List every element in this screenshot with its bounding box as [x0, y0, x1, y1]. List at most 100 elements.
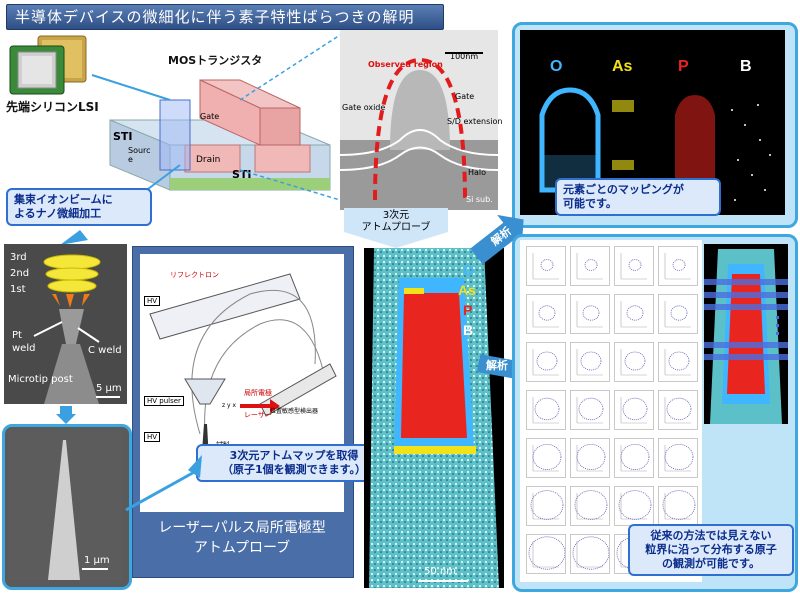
slice-cell: [526, 438, 566, 478]
slice-cell: [526, 486, 566, 526]
slice-cell: [570, 486, 610, 526]
slice-cell: [526, 534, 566, 574]
apt-label-o: O: [463, 262, 474, 278]
grid-caption-line1: 従来の方法では見えない: [650, 529, 772, 542]
apparatus-caption-line1: レーザーパルス局所電極型: [158, 520, 326, 536]
slice-cell: [570, 294, 610, 334]
map-label-as: As: [612, 58, 633, 75]
mos-sti-left: STI: [113, 130, 133, 143]
sem-pt: Pt: [12, 330, 22, 341]
apparatus-detector: 位置敏感型検出器: [270, 408, 319, 415]
sem-post: Microtip post: [8, 374, 73, 385]
cpu-chip-image: [8, 34, 88, 96]
fib-callout-line1: 集束イオンビームに: [14, 193, 113, 206]
sem-scale: 5 µm: [96, 383, 122, 394]
atommap-callout: 3次元アトムマップを取得 （原子1個を観測できます。）: [196, 444, 392, 482]
element-map-caption: 元素ごとのマッピングが 可能です。: [555, 178, 721, 216]
tem-halo-label: Halo: [468, 168, 487, 177]
slice-cell: [658, 342, 698, 382]
element-map-caption-line2: 可能です。: [563, 197, 617, 210]
apparatus-hv1: HV: [144, 296, 161, 306]
tem-sd-label: S/D extension: [447, 117, 503, 126]
apparatus-caption-line2: アトムプローブ: [193, 540, 291, 556]
slice-cell: [614, 486, 654, 526]
apparatus-hv2: HV: [144, 432, 161, 442]
fib-callout: 集束イオンビームに よるナノ微細加工: [6, 188, 152, 226]
sliced-apt: [704, 244, 788, 424]
tem-gate-oxide-label: Gate oxide: [342, 103, 386, 112]
grid-caption-line2: 粒界に沿って分布する原子: [645, 543, 777, 556]
apt-scalebar: [418, 580, 468, 582]
slice-cell: [658, 390, 698, 430]
slice-cell: [658, 438, 698, 478]
mos-sti-right: STI: [232, 168, 252, 181]
slice-cell: [570, 534, 610, 574]
grid-caption: 従来の方法では見えない 粒界に沿って分布する原子 の観測が可能です。: [628, 524, 794, 576]
sem-1st: 1st: [10, 284, 26, 295]
slice-cell: [526, 342, 566, 382]
slice-cell: [614, 342, 654, 382]
apparatus-caption: レーザーパルス局所電極型 アトムプローブ: [136, 518, 348, 558]
sem-cweld: C weld: [88, 345, 122, 356]
slice-cell: [570, 342, 610, 382]
apparatus-reflectron: リフレクトロン: [170, 271, 219, 279]
tip-scalebar: [82, 568, 108, 570]
sem-image: [4, 244, 127, 404]
slice-cell: [526, 390, 566, 430]
apt-reconstruction: [364, 248, 504, 588]
apt-arrow-label: 3次元 アトムプローブ: [350, 210, 442, 234]
tem-gate-label: Gate: [455, 92, 475, 101]
apparatus-laser: レーザー: [244, 411, 272, 419]
atommap-callout-line2: （原子1個を観測できます。）: [221, 463, 367, 476]
sem-3rd: 3rd: [10, 252, 27, 263]
tem-image: [340, 30, 498, 210]
apt-scale: 50 nm: [424, 566, 456, 577]
fib-callout-line2: よるナノ微細加工: [14, 207, 102, 220]
sem-weld: weld: [12, 343, 36, 354]
apt-label-p: P: [463, 302, 473, 318]
slice-cell: [570, 246, 610, 286]
slice-cell: [658, 486, 698, 526]
mos-gate: Gate: [200, 112, 220, 121]
slice-cell: [570, 438, 610, 478]
sem-arrows: [33, 321, 100, 343]
element-map-caption-line1: 元素ごとのマッピングが: [563, 183, 684, 196]
tem-observed-label: Observed region: [368, 60, 443, 69]
apt-label-as: As: [458, 282, 476, 298]
mos-source: Sourc e: [128, 146, 151, 164]
apparatus-hv-pulser: HV pulser: [144, 396, 184, 406]
map-label-p: P: [678, 58, 689, 75]
tem-sub-label: Si sub.: [466, 195, 493, 204]
atommap-callout-line1: 3次元アトムマップを取得: [229, 449, 359, 462]
sem-2nd: 2nd: [10, 268, 30, 279]
tip-image: [8, 430, 122, 580]
page-title: 半導体デバイスの微細化に伴う素子特性ばらつきの解明: [6, 4, 444, 30]
lsi-label: 先端シリコンLSI: [6, 100, 99, 114]
slice-cell: [570, 390, 610, 430]
mos-transistor-diagram: [90, 50, 340, 200]
slice-cell: [526, 246, 566, 286]
element-map-shapes: [539, 87, 771, 201]
analysis-label-2: 解析: [486, 359, 508, 372]
apt-label-b: B: [463, 322, 474, 338]
slice-cell: [614, 246, 654, 286]
mos-title: MOSトランジスタ: [168, 54, 263, 67]
apparatus-electrode: 局所電極: [244, 389, 272, 397]
tip-scale: 1 µm: [84, 555, 110, 566]
slice-cell: [614, 294, 654, 334]
slice-cell: [614, 390, 654, 430]
slice-cell: [614, 438, 654, 478]
map-label-b: B: [740, 58, 752, 75]
tem-scale-label: 100nm: [450, 52, 479, 61]
sem-scalebar: [96, 396, 120, 398]
slice-cell: [658, 294, 698, 334]
slice-cell: [526, 294, 566, 334]
grid-caption-line3: の観測が可能です。: [662, 557, 760, 570]
slice-cell: [658, 246, 698, 286]
apparatus-axes: z y x: [222, 402, 237, 409]
map-label-o: O: [550, 58, 563, 75]
apt-arrow-line2: アトムプローブ: [361, 222, 431, 233]
down-arrow-icon: [56, 406, 76, 424]
mos-drain: Drain: [196, 155, 221, 165]
